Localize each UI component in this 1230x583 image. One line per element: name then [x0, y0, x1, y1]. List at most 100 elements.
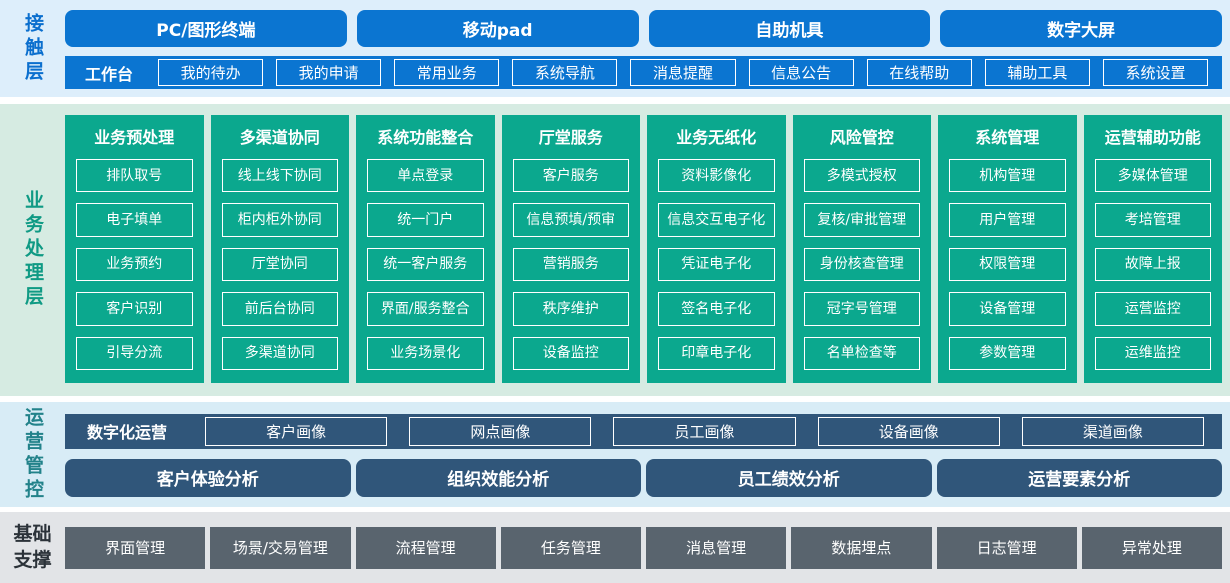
column-hall-services: 厅堂服务 客户服务 信息预填/预审 营销服务 秩序维护 设备监控	[501, 115, 640, 383]
module-chip[interactable]: 名单检查等	[803, 336, 920, 371]
module-chip[interactable]: 多渠道协同	[221, 336, 338, 371]
module-chip[interactable]: 多模式授权	[803, 159, 920, 193]
workbench-item-my-applications[interactable]: 我的申请	[276, 59, 382, 87]
contact-layer-label: 接触层	[22, 12, 44, 85]
module-chip[interactable]: 营销服务	[512, 247, 629, 282]
analysis-employee-performance[interactable]: 员工绩效分析	[646, 458, 932, 497]
portrait-device[interactable]: 设备画像	[817, 416, 1000, 446]
module-chip[interactable]: 电子填单	[76, 203, 193, 237]
analysis-ops-elements[interactable]: 运营要素分析	[936, 458, 1222, 497]
analysis-org-efficiency[interactable]: 组织效能分析	[355, 458, 641, 497]
workbench-item-common-business[interactable]: 常用业务	[394, 59, 500, 87]
module-chip[interactable]: 冠字号管理	[803, 292, 920, 326]
workbench-item-online-help[interactable]: 在线帮助	[866, 59, 972, 87]
module-chip[interactable]: 线上线下协同	[221, 159, 338, 193]
column-title: 运营辅助功能	[1104, 128, 1201, 147]
module-chip[interactable]: 柜内柜外协同	[221, 203, 338, 237]
business-layer-band: 业务处理层 业务预处理 排队取号 电子填单 业务预约 客户识别 引导分流 多渠道…	[0, 104, 1230, 396]
module-chip[interactable]: 客户服务	[512, 159, 629, 193]
module-chip[interactable]: 排队取号	[76, 159, 193, 193]
column-title: 多渠道协同	[239, 128, 320, 147]
module-chip[interactable]: 考培管理	[1094, 203, 1211, 237]
module-chip[interactable]: 运营监控	[1094, 292, 1211, 326]
foundation-layer-label: 基础支撑	[13, 522, 52, 571]
operations-layer-label: 运营管控	[22, 406, 44, 503]
module-chip[interactable]: 权限管理	[949, 247, 1066, 282]
module-chip[interactable]: 客户识别	[76, 292, 193, 326]
workbench-item-my-todo[interactable]: 我的待办	[158, 59, 264, 87]
module-chip[interactable]: 前后台协同	[221, 292, 338, 326]
foundation-layer-label-zone: 基础支撑	[0, 512, 65, 583]
module-chip[interactable]: 运维监控	[1094, 336, 1211, 371]
workbench-label: 工作台	[85, 64, 134, 84]
module-chip[interactable]: 界面/服务整合	[367, 292, 484, 326]
module-chip[interactable]: 凭证电子化	[658, 247, 775, 282]
analysis-customer-experience[interactable]: 客户体验分析	[65, 458, 351, 497]
channel-digital-screen[interactable]: 数字大屏	[940, 10, 1222, 48]
module-chip[interactable]: 多媒体管理	[1094, 159, 1211, 193]
contact-layer-content: PC/图形终端 移动pad 自助机具 数字大屏 工作台 我的待办 我的申请 常用…	[65, 0, 1230, 97]
module-chip[interactable]: 印章电子化	[658, 336, 775, 371]
module-chip[interactable]: 业务场景化	[367, 336, 484, 371]
module-chip[interactable]: 信息交互电子化	[658, 203, 775, 237]
module-chip[interactable]: 签名电子化	[658, 292, 775, 326]
module-chip[interactable]: 机构管理	[949, 159, 1066, 193]
column-business-preprocessing: 业务预处理 排队取号 电子填单 业务预约 客户识别 引导分流	[65, 115, 204, 383]
workbench-item-system-settings[interactable]: 系统设置	[1102, 59, 1208, 87]
module-chip[interactable]: 复核/审批管理	[803, 203, 920, 237]
channel-row: PC/图形终端 移动pad 自助机具 数字大屏	[65, 10, 1222, 48]
foundation-task-management[interactable]: 任务管理	[500, 526, 641, 569]
module-chip[interactable]: 统一门户	[367, 203, 484, 237]
column-items: 多模式授权 复核/审批管理 身份核查管理 冠字号管理 名单检查等	[803, 159, 920, 371]
digital-operations-label: 数字化运营	[87, 423, 168, 443]
workbench-item-message-alerts[interactable]: 消息提醒	[630, 59, 736, 87]
workbench-item-info-announcements[interactable]: 信息公告	[748, 59, 854, 87]
column-items: 客户服务 信息预填/预审 营销服务 秩序维护 设备监控	[512, 159, 629, 371]
foundation-layer-content: 界面管理 场景/交易管理 流程管理 任务管理 消息管理 数据埋点 日志管理 异常…	[65, 512, 1230, 583]
foundation-exception-handling[interactable]: 异常处理	[1081, 526, 1222, 569]
workbench-item-system-nav[interactable]: 系统导航	[512, 59, 618, 87]
module-chip[interactable]: 信息预填/预审	[512, 203, 629, 237]
foundation-layer-band: 基础支撑 界面管理 场景/交易管理 流程管理 任务管理 消息管理 数据埋点 日志…	[0, 512, 1230, 583]
operations-layer-label-zone: 运营管控	[0, 402, 65, 507]
foundation-log-management[interactable]: 日志管理	[936, 526, 1077, 569]
module-chip[interactable]: 秩序维护	[512, 292, 629, 326]
column-title: 风险管控	[829, 128, 894, 147]
channel-mobile-pad[interactable]: 移动pad	[356, 10, 639, 48]
foundation-data-tracking[interactable]: 数据埋点	[791, 526, 932, 569]
module-chip[interactable]: 身份核查管理	[803, 247, 920, 282]
foundation-process-management[interactable]: 流程管理	[355, 526, 496, 569]
module-chip[interactable]: 故障上报	[1094, 247, 1211, 282]
business-layer-label: 业务处理层	[22, 190, 44, 310]
column-system-management: 系统管理 机构管理 用户管理 权限管理 设备管理 参数管理	[938, 115, 1077, 383]
module-chip[interactable]: 单点登录	[367, 159, 484, 193]
column-title: 系统管理	[975, 128, 1040, 147]
channel-pc-terminal[interactable]: PC/图形终端	[65, 10, 347, 48]
portrait-channel[interactable]: 渠道画像	[1021, 416, 1205, 446]
module-chip[interactable]: 引导分流	[76, 336, 193, 371]
column-items: 线上线下协同 柜内柜外协同 厅堂协同 前后台协同 多渠道协同	[221, 159, 338, 371]
column-items: 资料影像化 信息交互电子化 凭证电子化 签名电子化 印章电子化	[658, 159, 775, 371]
business-layer-label-zone: 业务处理层	[0, 104, 65, 396]
portrait-customer[interactable]: 客户画像	[205, 416, 388, 446]
portrait-branch[interactable]: 网点画像	[409, 416, 592, 446]
foundation-ui-management[interactable]: 界面管理	[65, 526, 206, 569]
module-chip[interactable]: 厅堂协同	[221, 247, 338, 282]
module-chip[interactable]: 资料影像化	[658, 159, 775, 193]
portrait-employee[interactable]: 员工画像	[613, 416, 796, 446]
module-chip[interactable]: 参数管理	[949, 336, 1066, 371]
module-chip[interactable]: 用户管理	[949, 203, 1066, 237]
analysis-row: 客户体验分析 组织效能分析 员工绩效分析 运营要素分析	[65, 458, 1222, 497]
foundation-message-management[interactable]: 消息管理	[646, 526, 787, 569]
module-chip[interactable]: 设备监控	[512, 336, 629, 371]
channel-self-service[interactable]: 自助机具	[648, 10, 931, 48]
column-title: 系统功能整合	[377, 128, 474, 147]
workbench-item-auxiliary-tools[interactable]: 辅助工具	[984, 59, 1090, 87]
operations-layer-band: 运营管控 数字化运营 客户画像 网点画像 员工画像 设备画像 渠道画像 客户体验…	[0, 402, 1230, 507]
module-chip[interactable]: 业务预约	[76, 247, 193, 282]
foundation-scene-transaction-management[interactable]: 场景/交易管理	[210, 526, 351, 569]
column-items: 机构管理 用户管理 权限管理 设备管理 参数管理	[949, 159, 1066, 371]
column-system-integration: 系统功能整合 单点登录 统一门户 统一客户服务 界面/服务整合 业务场景化	[356, 115, 495, 383]
module-chip[interactable]: 设备管理	[949, 292, 1066, 326]
module-chip[interactable]: 统一客户服务	[367, 247, 484, 282]
